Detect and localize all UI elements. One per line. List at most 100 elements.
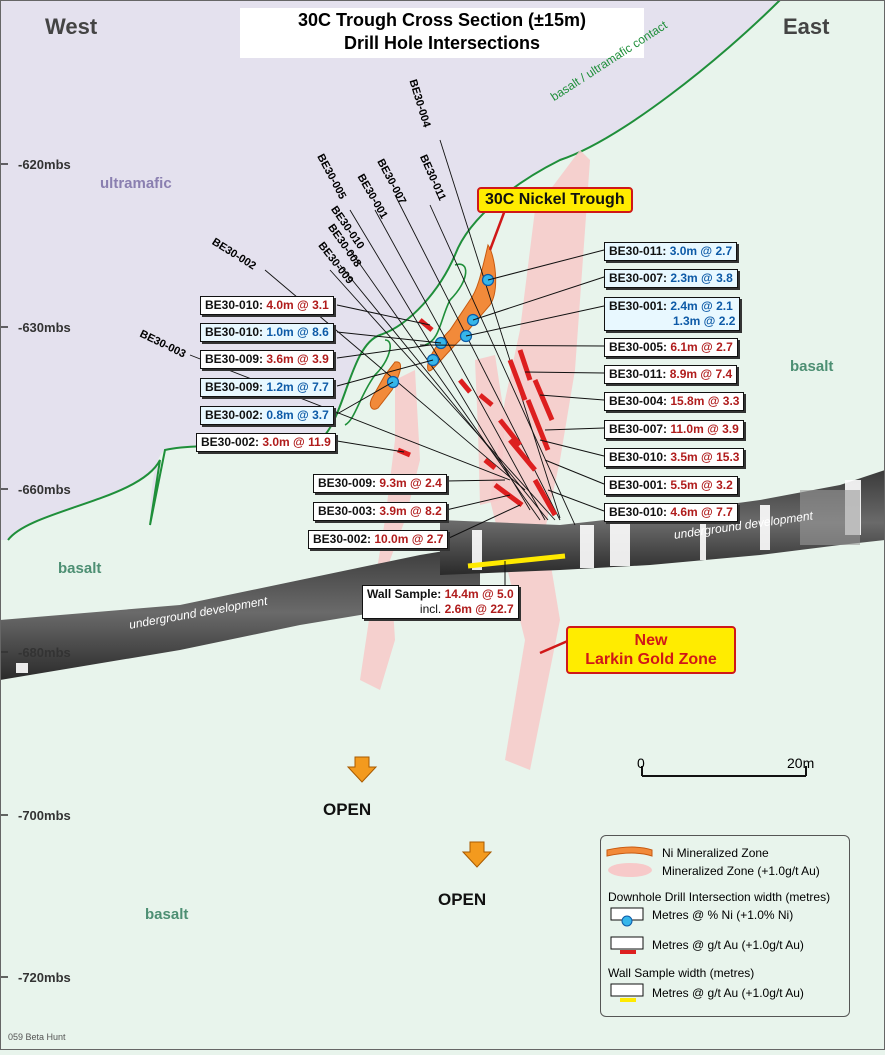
hole-id: BE30-011: (609, 367, 667, 381)
hole-id: BE30-007: (609, 271, 668, 285)
hole-id: BE30-002: (205, 408, 264, 422)
wall-sample-label: Wall Sample: (367, 587, 442, 601)
title-line-2: Drill Hole Intersections (343, 33, 541, 53)
depth-label: -630mbs (18, 320, 71, 335)
au-zone-main (490, 150, 590, 770)
title-line-1: 30C Trough Cross Section (±15m) (298, 10, 586, 30)
depth-ticks (0, 163, 8, 978)
depth-label: -620mbs (18, 157, 71, 172)
ni-value: 1.0m @ 8.6 (266, 325, 329, 339)
intersection-box: BE30-003: 3.9m @ 8.2 (313, 502, 447, 521)
intersection-box: BE30-002: 0.8m @ 3.7 (200, 406, 334, 425)
au-value: 15.8m @ 3.3 (670, 394, 740, 408)
depth-label: -680mbs (18, 645, 71, 660)
au-value: 8.9m @ 7.4 (669, 367, 733, 381)
legend-ni-item: Metres @ % Ni (+1.0% Ni) (652, 908, 794, 922)
footer-text: 059 Beta Hunt (8, 1032, 66, 1042)
intersection-box: BE30-002: 10.0m @ 2.7 (308, 530, 449, 549)
hole-id: BE30-004: (609, 394, 668, 408)
hole-id: BE30-001: (609, 299, 668, 313)
hole-id: BE30-003: (318, 504, 377, 518)
contact-green-loop-1 (424, 263, 467, 346)
right-leaders (419, 249, 605, 512)
intersection-box: BE30-007: 2.3m @ 3.8 (604, 269, 738, 288)
lower-leaders (445, 479, 521, 539)
au-value: 6.1m @ 2.7 (670, 340, 733, 354)
wall-sample-incl: incl. (419, 602, 442, 616)
hole-id: BE30-001: (609, 478, 668, 492)
hole-id: BE30-009: (205, 380, 264, 394)
left-leaders (336, 304, 442, 453)
legend-min-zone: Mineralized Zone (+1.0g/t Au) (662, 864, 820, 878)
intersection-box: BE30-010: 1.0m @ 8.6 (200, 323, 334, 342)
larkin-callout: New Larkin Gold Zone (566, 626, 736, 674)
hole-id: BE30-011: (609, 244, 667, 258)
intersection-box: BE30-004: 15.8m @ 3.3 (604, 392, 745, 411)
intersection-box: BE30-010: 3.5m @ 15.3 (604, 448, 745, 467)
ni-value: 0.8m @ 3.7 (266, 408, 329, 422)
larkin-callout-leader (539, 638, 571, 655)
intersection-box: BE30-011: 3.0m @ 2.7 (604, 242, 738, 261)
trough-callout-text: 30C Nickel Trough (485, 191, 625, 208)
au-value: 3.9m @ 8.2 (379, 504, 442, 518)
intersection-box: BE30-001: 2.4m @ 2.1 1.3m @ 2.2 (604, 297, 741, 331)
hole-id: BE30-009: (205, 352, 264, 366)
ni-value: 2.3m @ 3.8 (670, 271, 733, 285)
au-value: 9.3m @ 2.4 (379, 476, 442, 490)
basalt-ultramafic-contact (7, 0, 781, 541)
intersection-box: BE30-009: 1.2m @ 7.7 (200, 378, 334, 397)
legend-box (600, 835, 850, 1017)
au-value: 3.0m @ 11.9 (262, 435, 331, 449)
hole-id: BE30-005: (609, 340, 668, 354)
au-value: 3.5m @ 15.3 (670, 450, 740, 464)
basalt-label-bottom: basalt (145, 906, 189, 923)
ni-zone-lower (369, 361, 402, 410)
intersection-box: BE30-009: 9.3m @ 2.4 (313, 474, 447, 493)
hole-id: BE30-002: (201, 435, 260, 449)
legend-dh-title: Downhole Drill Intersection width (metre… (608, 890, 831, 904)
hole-id: BE30-010: (609, 505, 668, 519)
intersection-box: BE30-009: 3.6m @ 3.9 (200, 350, 334, 369)
larkin-callout-line-1: New (634, 632, 668, 649)
hole-id: BE30-010: (609, 450, 668, 464)
tunnel-right-end (800, 490, 860, 545)
au-value: 3.6m @ 3.9 (266, 352, 329, 366)
ni-value-2: 1.3m @ 2.2 (673, 314, 736, 328)
hole-id: BE30-009: (318, 476, 377, 490)
basalt-label-right: basalt (790, 358, 834, 375)
trough-callout-leader (488, 209, 507, 251)
intersection-box: BE30-010: 4.6m @ 7.7 (604, 503, 738, 522)
hole-id: BE30-010: (205, 325, 264, 339)
depth-label: -700mbs (18, 808, 71, 823)
ni-value: 3.0m @ 2.7 (669, 244, 733, 258)
wall-sample-value: 14.4m @ 5.0 (444, 587, 514, 601)
intersection-box: BE30-010: 4.0m @ 3.1 (200, 296, 334, 315)
ultramafic-zone (0, 0, 780, 540)
hole-id: BE30-007: (609, 422, 668, 436)
au-value: 11.0m @ 3.9 (670, 422, 739, 436)
legend-au-item: Metres @ g/t Au (+1.0g/t Au) (652, 938, 804, 952)
trough-callout: 30C Nickel Trough (477, 187, 633, 213)
contact-green-loop-2 (344, 339, 391, 426)
au-value: 10.0m @ 2.7 (374, 532, 444, 546)
legend-symbols (606, 846, 653, 1002)
tunnel-left (0, 545, 480, 680)
wall-sample-box: Wall Sample: 14.4m @ 5.0 incl. 2.6m @ 22… (362, 585, 519, 619)
ultramafic-label: ultramafic (100, 175, 172, 192)
direction-east: East (783, 14, 830, 39)
open-label: OPEN (438, 890, 487, 909)
intersection-box: BE30-001: 5.5m @ 3.2 (604, 476, 738, 495)
ni-value: 2.4m @ 2.1 (670, 299, 733, 313)
hole-id: BE30-010: (205, 298, 264, 312)
basalt-label-left: basalt (58, 560, 102, 577)
ni-value: 1.2m @ 7.7 (266, 380, 329, 394)
au-value: 4.0m @ 3.1 (266, 298, 329, 312)
au-zone-mid (475, 355, 505, 505)
open-arrows (346, 756, 493, 868)
legend-wall-item: Metres @ g/t Au (+1.0g/t Au) (652, 986, 804, 1000)
scale-zero: 0 (637, 755, 645, 771)
legend-ni-zone: Ni Mineralized Zone (662, 846, 769, 860)
au-value: 4.6m @ 7.7 (670, 505, 733, 519)
